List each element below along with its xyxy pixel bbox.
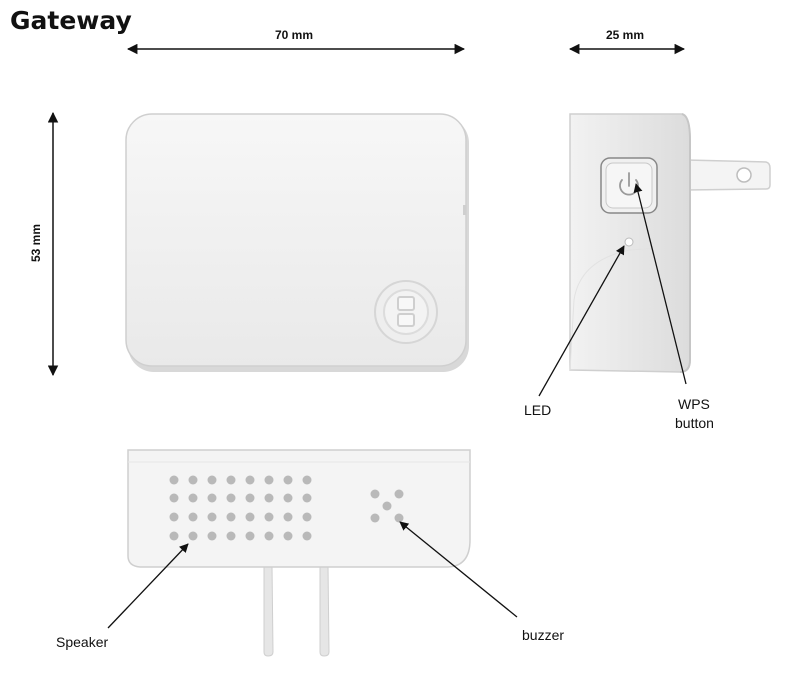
- wps-button[interactable]: [600, 157, 658, 214]
- height-dimension-label: 53 mm: [29, 223, 43, 263]
- plug-prong: [685, 159, 771, 191]
- wps-label-line2: button: [675, 415, 714, 431]
- led-callout-arrow: [538, 245, 625, 397]
- wps-callout-arrow: [633, 183, 687, 385]
- logo-icon: [374, 280, 438, 344]
- led-label: LED: [524, 402, 552, 418]
- width-dimension-label: 70 mm: [275, 28, 314, 42]
- wps-label-line1: WPS: [678, 396, 710, 412]
- buzzer-callout-arrow: [399, 521, 518, 618]
- gateway-side-view: [569, 113, 771, 373]
- gateway-bottom-view: [127, 449, 471, 657]
- speaker-callout-arrow: [107, 543, 189, 629]
- speaker-label: Speaker: [56, 634, 109, 650]
- buzzer-holes: [370, 489, 404, 523]
- depth-dimension-label: 25 mm: [606, 28, 645, 42]
- gateway-front-view: [125, 113, 469, 372]
- plug-prongs: [263, 564, 330, 657]
- speaker-grille: [169, 475, 312, 541]
- led-indicator: [624, 237, 634, 247]
- page-title: Gateway: [10, 6, 132, 35]
- buzzer-label: buzzer: [522, 627, 565, 643]
